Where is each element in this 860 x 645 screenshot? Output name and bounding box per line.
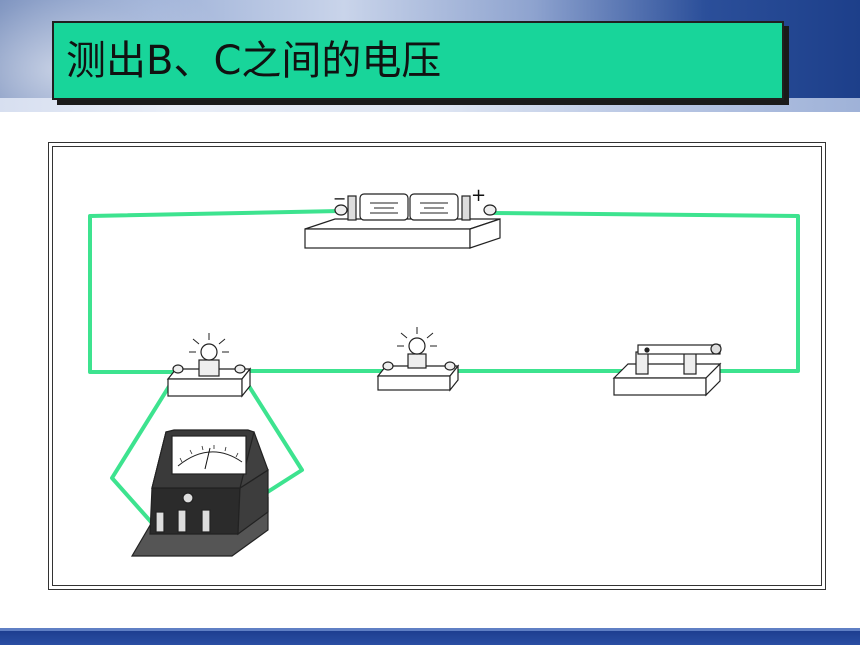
battery-terminal-positive (483, 204, 497, 216)
lamp-middle-bulb-icon (408, 337, 426, 355)
battery-terminal-negative (334, 204, 348, 216)
footer-band (0, 628, 860, 645)
battery-clip-left (347, 195, 357, 221)
battery-base-side (469, 218, 501, 249)
voltmeter-terminal-15v (201, 509, 211, 533)
lamp-middle (376, 327, 460, 392)
knife-switch (612, 343, 722, 397)
wire-battery-to-left-lamp (88, 209, 341, 374)
footer-highlight (0, 628, 860, 631)
voltmeter-needle (204, 447, 211, 470)
battery-cell-right (409, 193, 459, 221)
voltmeter-terminal-negative (155, 511, 165, 533)
voltmeter-terminal-3v (177, 509, 187, 533)
battery-base-front (304, 228, 471, 249)
lamp-left-bulb-icon (200, 343, 218, 361)
voltmeter-zero-adjust-icon (182, 492, 194, 504)
voltmeter-dial (171, 435, 247, 475)
battery-clip-right (461, 195, 471, 221)
battery-holder (304, 193, 501, 249)
battery-minus-label: − (333, 189, 346, 208)
battery-cell-left (359, 193, 409, 221)
slide-title: 测出B、C之间的电压 (66, 38, 442, 84)
wire-battery-to-switch (489, 211, 800, 373)
lamp-left (166, 333, 252, 398)
header-stripe (0, 98, 860, 112)
lamp-left-base-front (167, 378, 243, 397)
switch-handle (710, 343, 722, 355)
title-box: 测出B、C之间的电压 (52, 21, 784, 100)
wire-voltmeter-to-left-terminal (110, 370, 180, 534)
voltmeter (130, 429, 269, 557)
switch-blade (637, 344, 721, 355)
circuit-diagram-inner-border (52, 146, 822, 586)
battery-plus-label: + (471, 185, 486, 206)
